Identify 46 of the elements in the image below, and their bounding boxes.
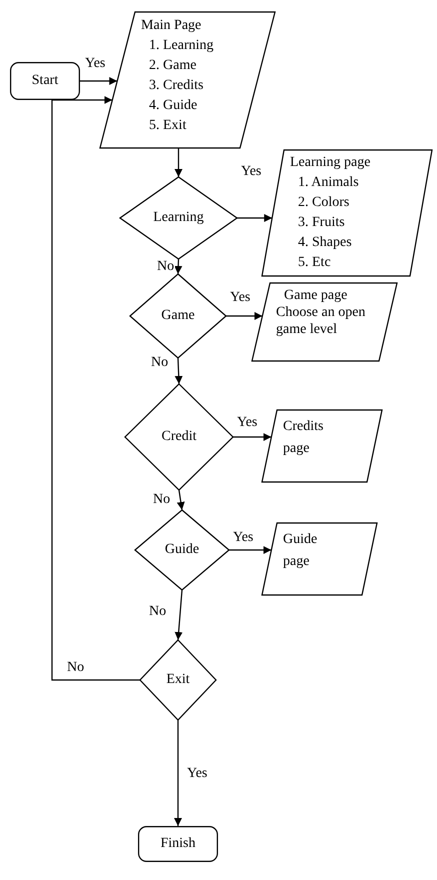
box-text: Choose an open game level bbox=[276, 304, 366, 338]
box-text: 4. Guide bbox=[148, 97, 198, 115]
arrow bbox=[174, 148, 182, 177]
arrow bbox=[174, 590, 183, 640]
node-label: Finish bbox=[160, 835, 196, 854]
node-label: Guide bbox=[164, 541, 200, 560]
node-label: Game bbox=[161, 307, 195, 326]
box-text: 3. Fruits bbox=[297, 214, 346, 232]
box-heading: Credits page bbox=[283, 418, 324, 458]
box-text: 1. Learning bbox=[148, 37, 215, 55]
arrow bbox=[229, 546, 272, 554]
decision-diamond bbox=[135, 510, 229, 590]
input-output-box bbox=[252, 283, 397, 361]
arrow bbox=[226, 312, 262, 320]
arrow bbox=[80, 77, 118, 85]
terminal-box bbox=[10, 62, 80, 100]
box-text: 4. Shapes bbox=[297, 234, 353, 252]
box-heading: Learning page bbox=[290, 154, 372, 172]
arrow bbox=[174, 720, 182, 826]
box-text: 3. Credits bbox=[148, 77, 204, 95]
input-output-box bbox=[262, 150, 432, 276]
node-label: Learning bbox=[153, 209, 204, 228]
decision-diamond bbox=[130, 274, 226, 358]
terminal-box bbox=[138, 826, 218, 862]
node-label: Credit bbox=[162, 428, 196, 446]
box-text: 5. Etc bbox=[297, 254, 332, 272]
arrow bbox=[174, 358, 183, 384]
input-output-box bbox=[262, 523, 377, 595]
box-text: 2. Colors bbox=[297, 194, 350, 212]
box-heading: Game page bbox=[283, 287, 348, 304]
decision-diamond bbox=[140, 640, 216, 720]
arrow bbox=[51, 96, 140, 681]
box-heading: Guide page bbox=[283, 531, 318, 571]
input-output-box bbox=[262, 410, 382, 482]
node-label: Start bbox=[32, 72, 58, 90]
arrow bbox=[233, 433, 272, 441]
arrow bbox=[174, 258, 182, 274]
box-text: 2. Game bbox=[148, 57, 198, 75]
node-label: Exit bbox=[166, 671, 190, 690]
box-text: 5. Exit bbox=[148, 117, 188, 135]
arrow bbox=[237, 214, 272, 222]
arrow bbox=[176, 490, 185, 510]
box-text: 1. Animals bbox=[297, 174, 360, 192]
decision-diamond bbox=[125, 384, 233, 490]
box-heading: Main Page bbox=[141, 17, 202, 35]
decision-diamond bbox=[120, 177, 237, 259]
